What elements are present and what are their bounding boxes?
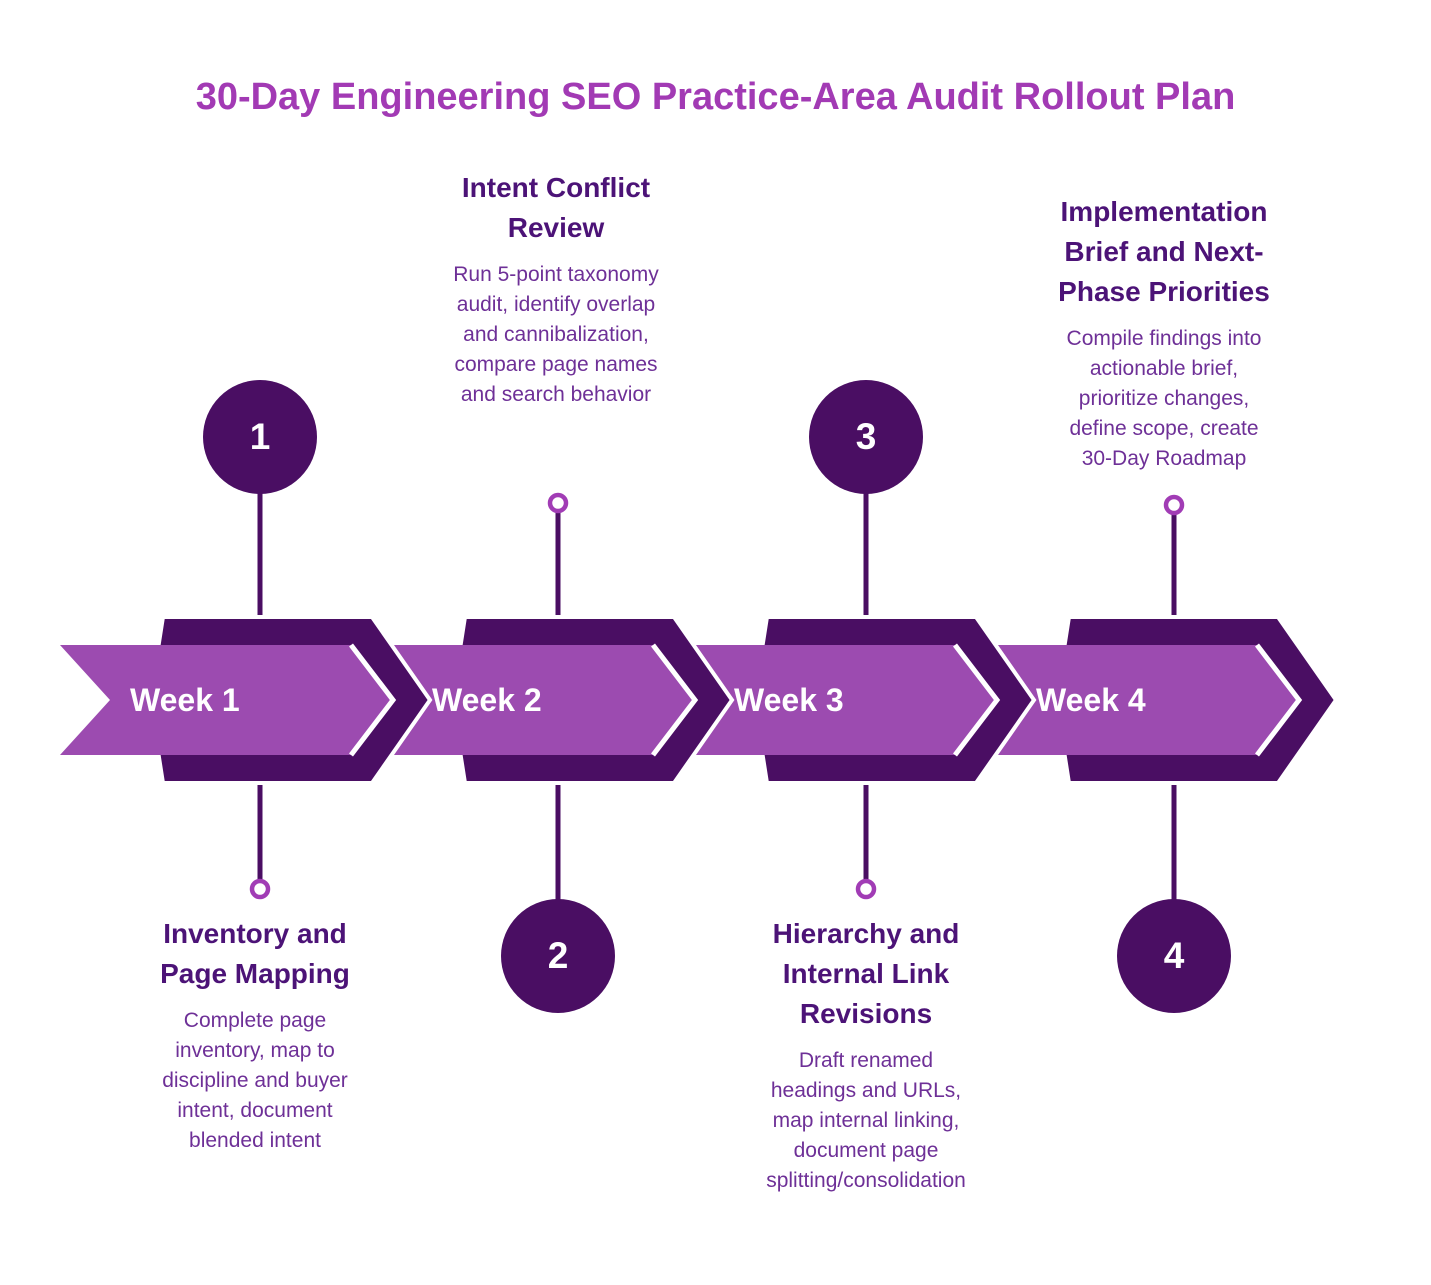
week-3-description: Draft renamed headings and URLs, map int… [766, 1049, 966, 1192]
week-2-description: Run 5-point taxonomy audit, identify ove… [453, 263, 659, 406]
week-4-number-circle: 4 [1117, 899, 1231, 1013]
week-1-text-block: Inventory and Page Mapping Complete page… [130, 914, 380, 1156]
week-3-text-block: Hierarchy and Internal Link Revisions Dr… [741, 914, 991, 1196]
week-4-ring-marker [1163, 494, 1185, 516]
week-2-heading: Intent Conflict Review [461, 172, 651, 243]
week-2-arrow [362, 645, 695, 755]
week-3-number-circle: 3 [809, 380, 923, 494]
week-1-ring-marker [249, 878, 271, 900]
week-3-arrow-head-outline [953, 643, 1001, 757]
week-1-heading: Inventory and Page Mapping [160, 918, 350, 989]
week-2-arrow-label: Week 2 [432, 682, 542, 718]
week-3-heading: Hierarchy and Internal Link Revisions [772, 918, 960, 1029]
week-4-arrow-label: Week 4 [1036, 682, 1146, 718]
week-3-arrow-label: Week 3 [734, 682, 844, 718]
week-1-number-circle: 1 [203, 380, 317, 494]
week-3-ring-marker [855, 878, 877, 900]
week-1-arrow-head-outline [349, 643, 397, 757]
week-3-arrow [664, 645, 997, 755]
week-1-arrow-label: Week 1 [130, 682, 240, 718]
page-title: 30-Day Engineering SEO Practice-Area Aud… [195, 76, 1236, 118]
week-2-arrow-head-outline [651, 643, 699, 757]
week-1-arrow [60, 645, 393, 755]
week-2-text-block: Intent Conflict Review Run 5-point taxon… [431, 168, 681, 410]
week-4-arrow-head-outline [1255, 643, 1303, 757]
week-1-description: Complete page inventory, map to discipli… [162, 1009, 348, 1152]
week-4-text-block: Implementation Brief and Next-Phase Prio… [1039, 192, 1289, 474]
week-4-heading: Implementation Brief and Next-Phase Prio… [1058, 196, 1270, 307]
week-4-arrow [966, 645, 1299, 755]
week-2-number-circle: 2 [501, 899, 615, 1013]
week-4-description: Compile findings into actionable brief, … [1066, 327, 1262, 470]
week-2-ring-marker [547, 492, 569, 514]
